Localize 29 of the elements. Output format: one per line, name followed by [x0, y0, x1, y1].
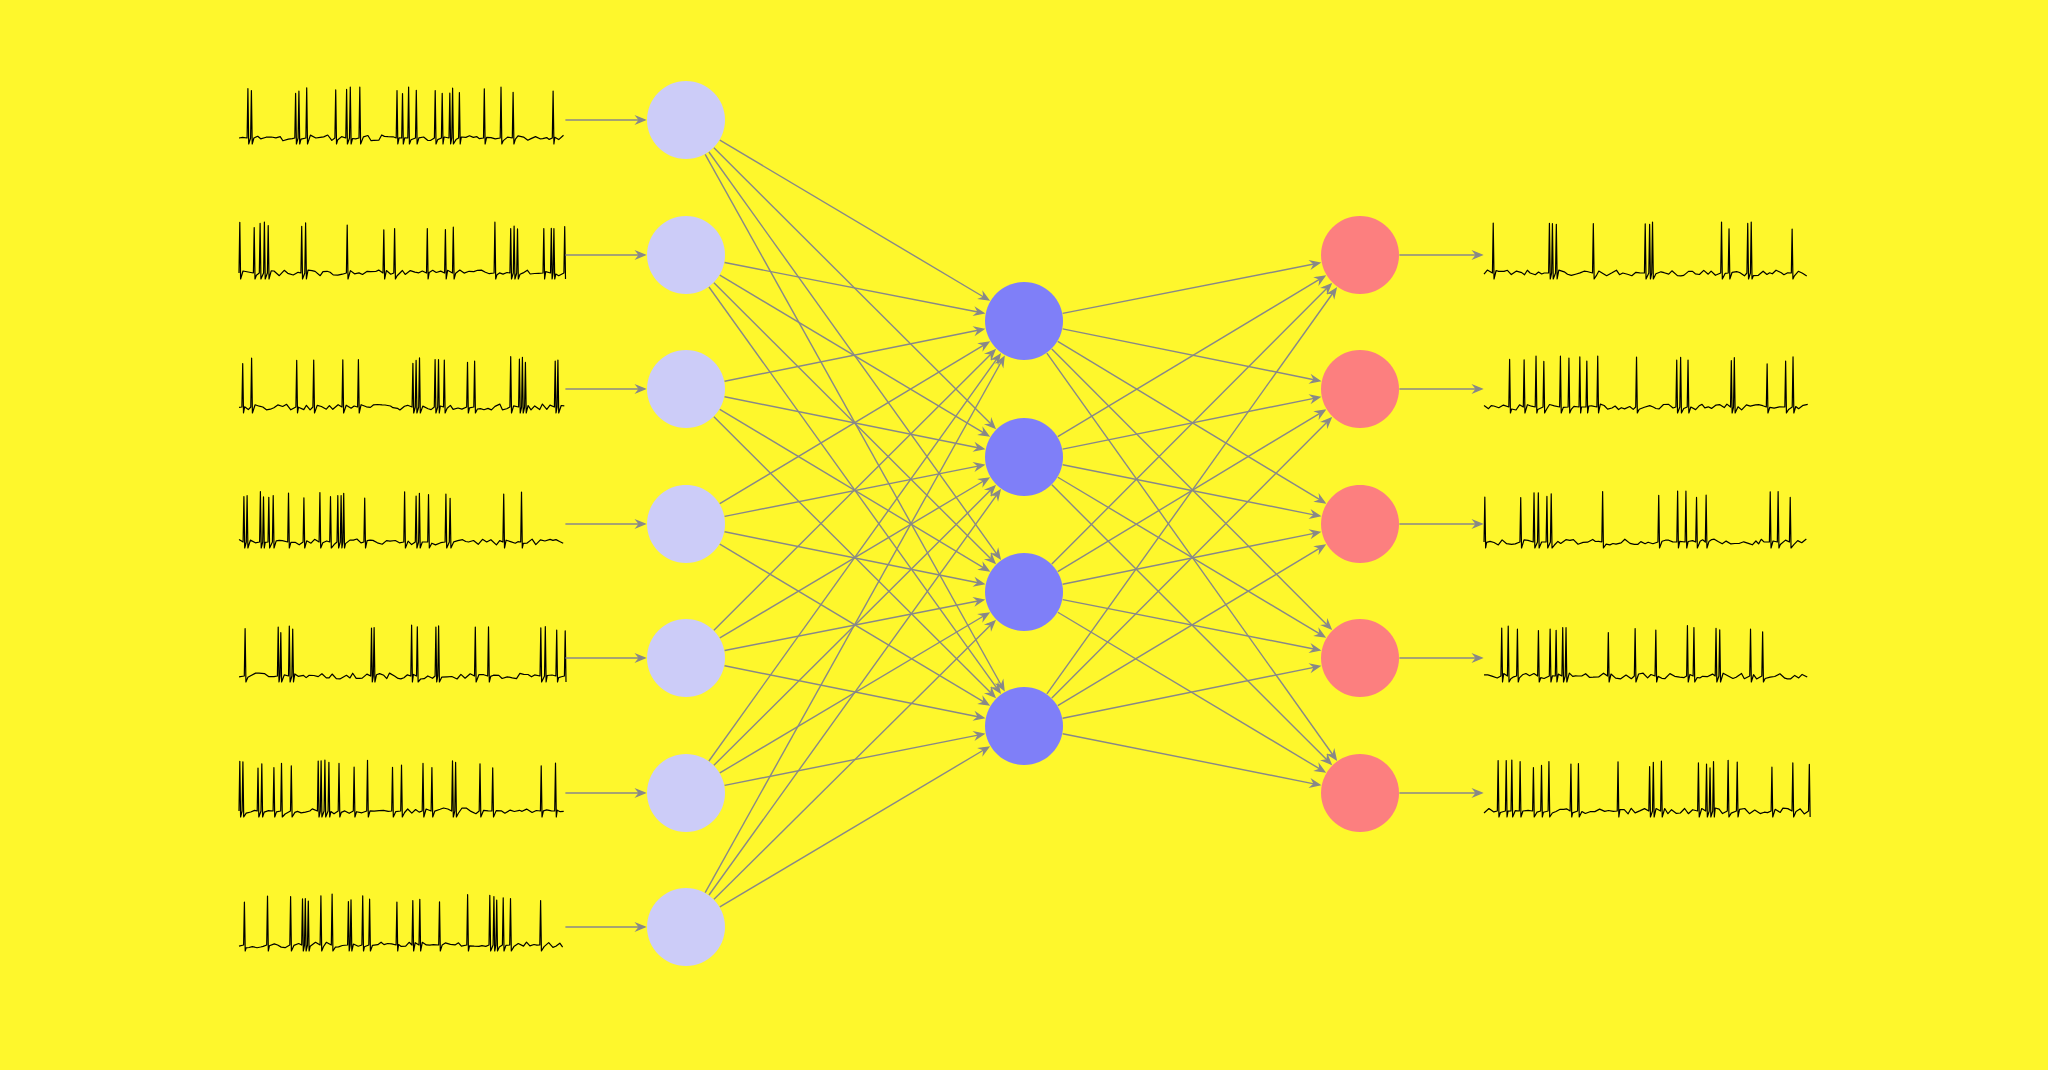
neuron-circle	[647, 81, 725, 159]
spike-train-drawing	[238, 624, 567, 683]
neuron-circle	[985, 282, 1063, 360]
neuron-circle	[647, 216, 725, 294]
neuron-circle	[985, 687, 1063, 765]
neuron-circle	[1321, 619, 1399, 697]
spike-train-drawing	[1483, 625, 1808, 683]
spike-train-drawing	[238, 356, 565, 414]
neuron-circle	[647, 350, 725, 428]
neuron-circle	[985, 418, 1063, 496]
neuron-circle	[647, 485, 725, 563]
spike-train-drawing	[1483, 355, 1809, 414]
spike-train-drawing	[238, 221, 567, 280]
neuron-circle	[647, 619, 725, 697]
spike-train-drawing	[238, 86, 565, 145]
neuron-circle	[647, 888, 725, 966]
spike-train-drawing	[1483, 490, 1807, 549]
neuron-circle	[647, 754, 725, 832]
neuron-circle	[985, 553, 1063, 631]
spike-train-drawing	[238, 759, 565, 818]
neuron-circle	[1321, 216, 1399, 294]
spike-train-drawing	[238, 491, 564, 549]
spike-train-drawing	[238, 893, 564, 952]
spike-train-drawing	[1483, 221, 1808, 280]
neuron-circle	[1321, 350, 1399, 428]
neuron-circle	[1321, 485, 1399, 563]
arrow	[708, 489, 1001, 896]
spike-train-drawing	[1483, 759, 1811, 818]
neuron-circle	[1321, 754, 1399, 832]
